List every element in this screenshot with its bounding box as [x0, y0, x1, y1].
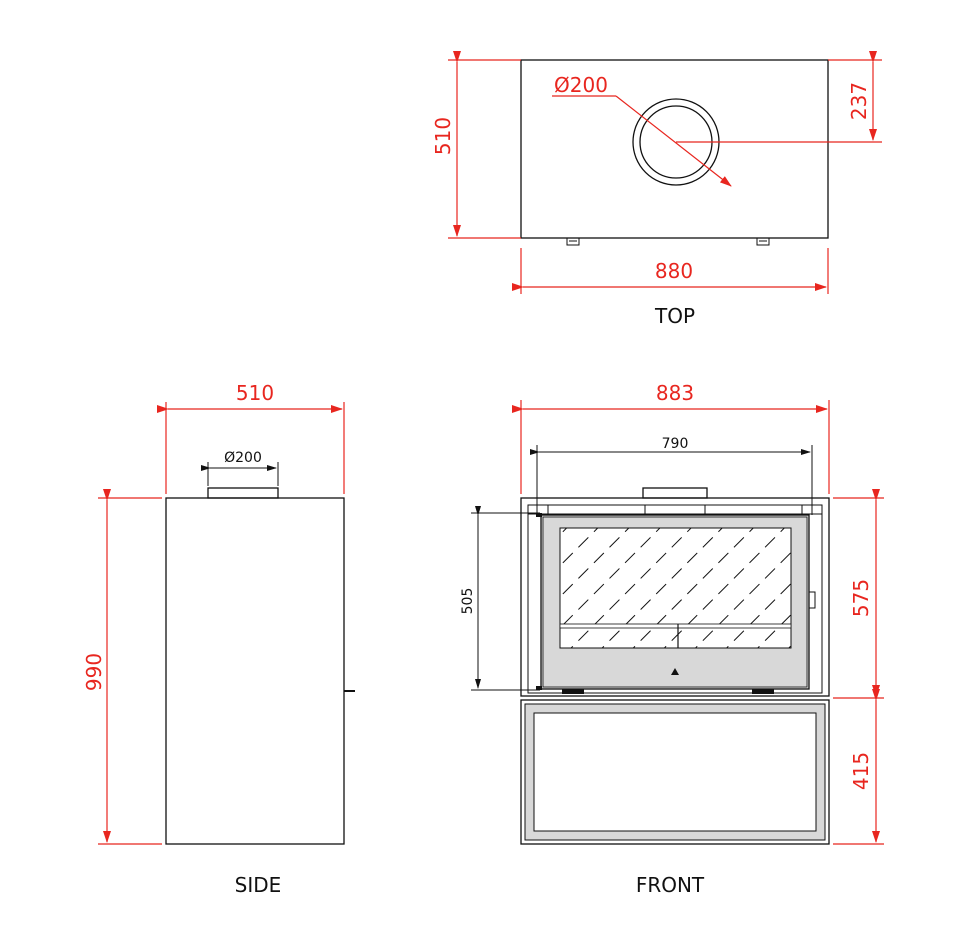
top-view-label: TOP: [654, 304, 695, 328]
front-upper-height-dimension: 575: [849, 579, 873, 617]
top-body-outline: [520, 59, 829, 239]
front-log-store-opening: [533, 712, 817, 832]
front-width-dimension: 883: [656, 381, 694, 405]
side-flue-collar: [207, 487, 279, 499]
side-view: Ø200 510 990 SIDE: [82, 381, 355, 897]
side-body-outline: [165, 497, 345, 845]
front-air-control-icon: [671, 668, 679, 675]
front-log-guard: [559, 623, 792, 629]
side-width-dimension: 510: [236, 381, 274, 405]
top-width-dimension: 880: [655, 259, 693, 283]
front-flue-collar: [642, 487, 708, 499]
front-lower-height-dimension: 415: [849, 752, 873, 790]
top-view: Ø200 510 237 880 TOP: [431, 51, 882, 328]
top-diameter-label: Ø200: [554, 73, 608, 97]
side-view-label: SIDE: [235, 873, 282, 897]
top-depth-dimension: 510: [431, 117, 455, 155]
front-inner-width-dimension: 790: [662, 436, 689, 452]
front-door-handle: [808, 591, 816, 609]
front-door-height-dimension: 505: [460, 588, 476, 615]
side-height-dimension: 990: [82, 653, 106, 691]
front-upper-inner-frame: [527, 504, 823, 694]
top-diameter-leader: [615, 95, 732, 187]
top-foot-left: [566, 237, 580, 246]
side-flue-diameter: Ø200: [224, 450, 262, 466]
front-lower-body: [520, 699, 830, 845]
front-view-label: FRONT: [636, 873, 705, 897]
front-view: 883 790 505 575 415 FRONT: [460, 381, 884, 897]
front-foot-right: [752, 689, 774, 694]
top-foot-right: [756, 237, 770, 246]
top-flue-offset-dimension: 237: [847, 82, 871, 120]
front-foot-left: [562, 689, 584, 694]
